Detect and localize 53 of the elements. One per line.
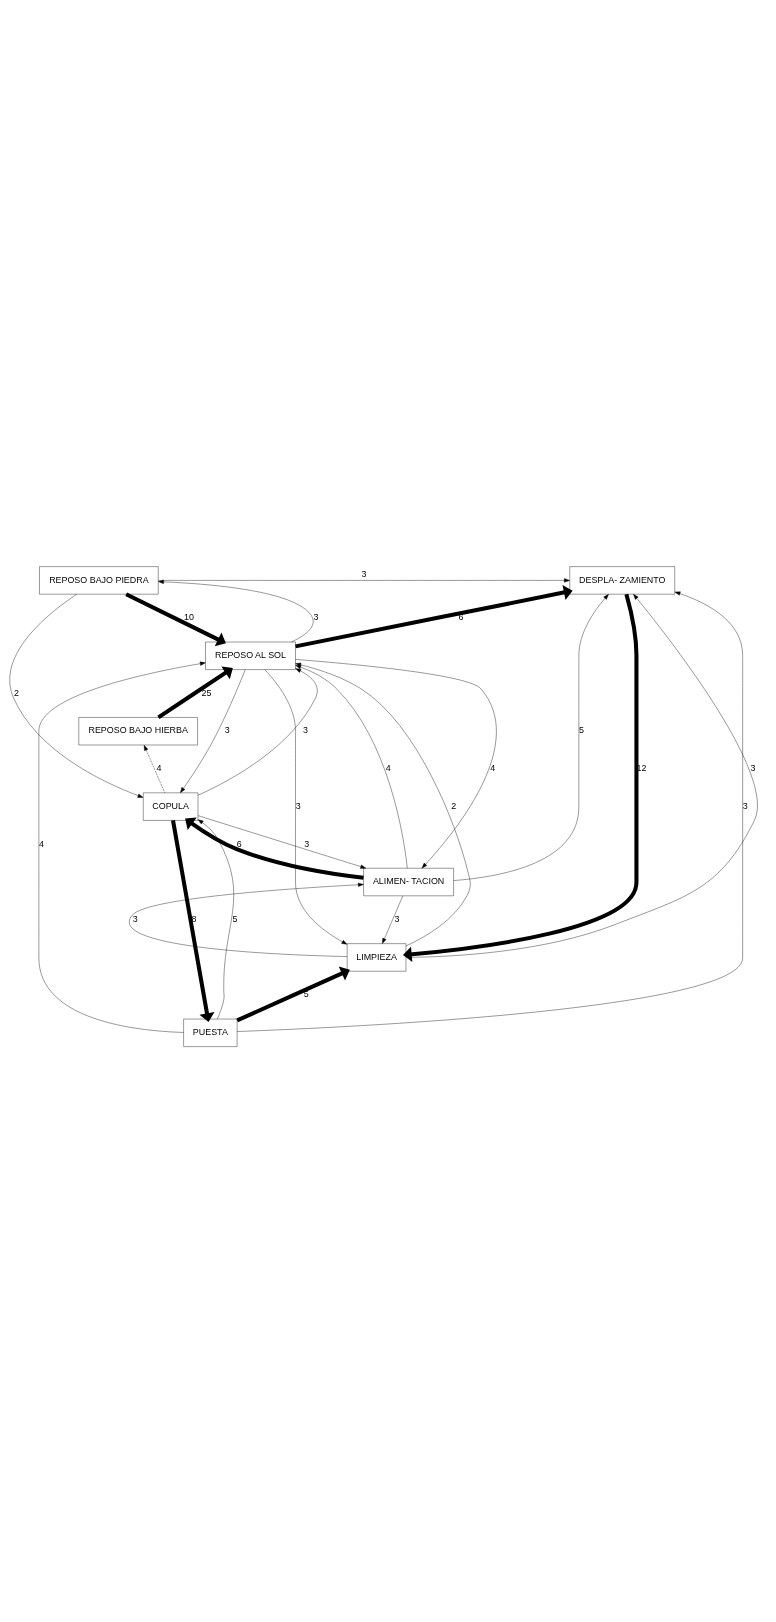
edge-label: 6	[236, 838, 242, 849]
edge-label: 5	[579, 725, 584, 736]
arrow	[295, 585, 573, 649]
edge-label: 3	[313, 612, 319, 623]
edge-label: 4	[385, 763, 391, 774]
node-box: DESPLA- ZAMIENTO	[569, 566, 675, 595]
arrow	[185, 817, 364, 880]
node-box: LIMPIEZA	[347, 943, 407, 972]
edge-label: 3	[361, 568, 367, 579]
node-box: PUESTA	[183, 1018, 238, 1047]
arrow	[197, 815, 367, 869]
node-box: REPOSO BAJO PIEDRA	[39, 566, 159, 595]
edge-label: 25	[201, 687, 212, 698]
edge-label: 3	[304, 838, 310, 849]
edge-label: 5	[232, 914, 238, 924]
arrow	[382, 895, 403, 944]
arrow	[143, 744, 165, 793]
arrow	[453, 594, 609, 881]
arrow	[402, 593, 639, 962]
edge-label: 10	[184, 612, 195, 623]
arrow	[129, 882, 364, 957]
arrow	[9, 594, 144, 798]
edge-label: 8	[191, 914, 197, 924]
edge-label: 3	[132, 914, 138, 924]
node-box: ALIMEN- TACION	[363, 868, 454, 896]
node-box: REPOSO BAJO HIERBA	[78, 717, 198, 746]
edge-label: 4	[39, 838, 44, 849]
arrow	[405, 594, 758, 958]
edge-label: 4	[156, 763, 162, 774]
arrow	[38, 661, 206, 1033]
arrow	[125, 592, 226, 647]
arrow	[236, 966, 350, 1023]
edge-label: 3	[302, 725, 308, 736]
arrow	[264, 669, 348, 945]
node-box: REPOSO AL SOL	[205, 641, 296, 670]
edge-label: 3	[750, 763, 756, 774]
edge-label: 2	[451, 800, 457, 811]
arrow	[180, 669, 246, 793]
arrow	[236, 591, 743, 1032]
edge-label: 4	[490, 763, 496, 774]
edge-label: 12	[636, 763, 647, 774]
arrow	[197, 668, 318, 796]
arrow	[157, 666, 233, 720]
edge-label: 3	[394, 914, 400, 924]
arrow	[171, 820, 215, 1022]
edge-label: 2	[13, 687, 19, 698]
arrow	[158, 579, 314, 643]
edge-label: 3	[295, 800, 301, 811]
edge-label: 3	[742, 800, 748, 811]
arrow	[158, 578, 570, 583]
arrow	[197, 819, 234, 1020]
edge-label: 3	[224, 725, 230, 736]
node-box: COPULA	[143, 792, 199, 821]
